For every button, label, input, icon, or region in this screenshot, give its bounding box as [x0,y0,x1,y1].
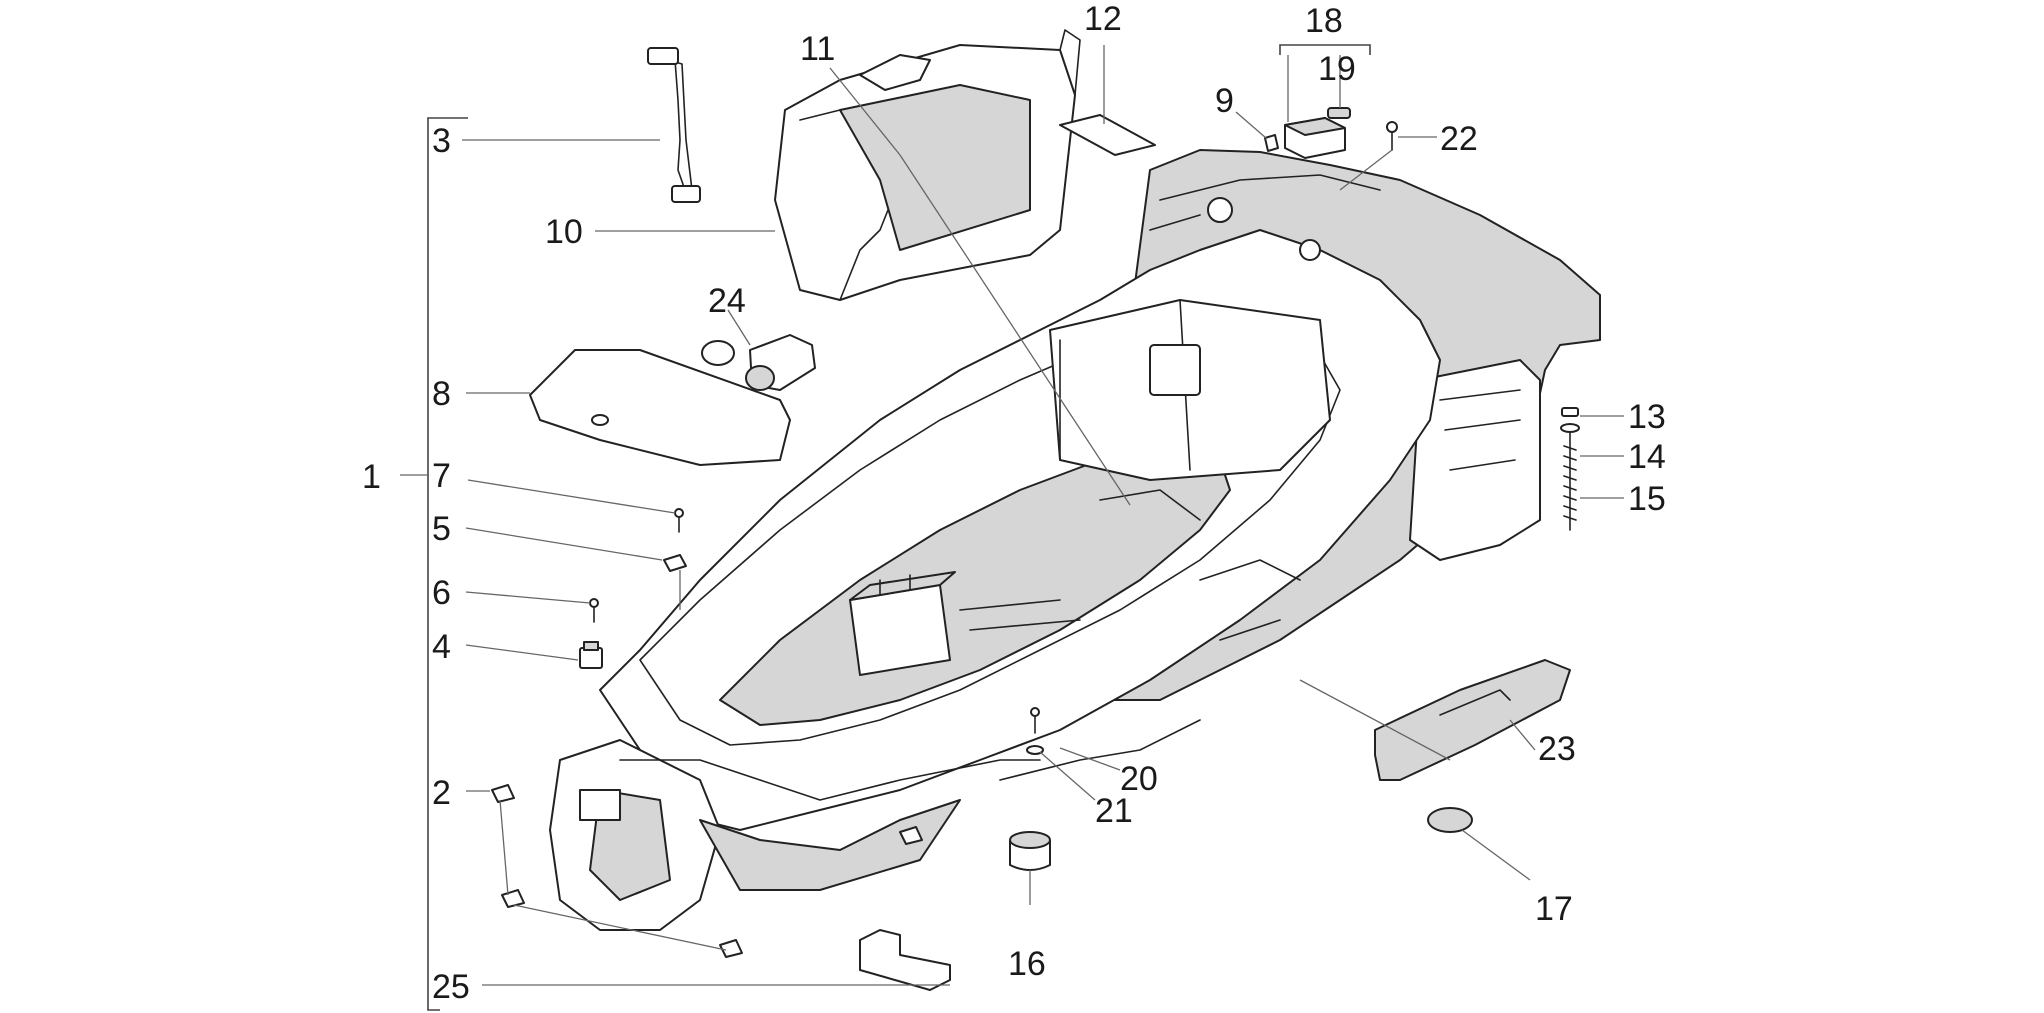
callout-19: 19 [1318,50,1356,88]
clip-2-center-drawing [899,826,923,845]
callout-20: 20 [1120,760,1158,798]
washer-21-drawing [1026,745,1044,755]
callout-1: 1 [362,458,381,496]
clip-2-top-drawing [491,784,515,803]
rubber-pad-16-drawing [1009,831,1051,871]
leader-4 [465,644,579,661]
callout-21: 21 [1095,792,1133,830]
screw-6-drawing [589,598,599,623]
leader-22-b [1339,149,1393,191]
callout-4: 4 [432,628,451,666]
leader-9 [1235,111,1267,139]
leader-11-b [899,154,1131,506]
leader-2-b [513,904,727,951]
power-socket-drawing [701,334,816,391]
tank-cover-drawing [1284,107,1351,159]
callout-16: 16 [1008,945,1046,983]
callout-24: 24 [708,282,746,320]
screw-7-drawing [674,508,684,533]
leader-7 [467,479,676,514]
screw-spring-assembly-drawing [1560,407,1580,531]
clip-2-right-drawing [719,939,743,958]
bracket-25-drawing [859,929,951,991]
callout-12: 12 [1084,0,1122,38]
callout-2: 2 [432,774,451,812]
callout-18: 18 [1305,2,1343,40]
callout-17: 17 [1535,890,1573,928]
callout-23: 23 [1538,730,1576,768]
leader-2-a [499,799,509,896]
leader-lines [400,44,1624,1011]
leader-11 [829,67,901,156]
callout-9: 9 [1215,82,1234,120]
group-bracket-1 [427,117,468,1011]
callout-8: 8 [432,375,451,413]
callout-11: 11 [800,30,835,68]
callout-6: 6 [432,574,451,612]
nut-4-drawing [579,641,603,669]
leader-24 [727,309,751,346]
callout-25: 25 [432,968,470,1006]
clip-2-left-drawing [501,889,525,908]
leader-23-b [1299,679,1451,761]
callout-22: 22 [1440,120,1478,158]
wiring-harness-drawing [647,47,701,203]
leader-21 [1039,751,1096,801]
screw-20-drawing [1030,707,1040,734]
leader-6 [465,591,591,604]
rear-cover-23-drawing [1374,659,1571,781]
callout-labels: 1 2 3 4 5 6 7 8 9 10 11 12 13 14 15 16 1… [362,0,1666,1006]
callout-14: 14 [1628,438,1666,476]
small-cover-drawing [1059,114,1156,156]
callout-7: 7 [432,457,451,495]
leader-17 [1461,829,1531,881]
clip-9-drawing [1264,134,1279,152]
leader-20 [1059,747,1121,771]
cover-plate-drawing [529,349,791,466]
glove-box-drawing [774,29,1081,301]
callout-10: 10 [545,213,583,251]
bracket-18-19 [1279,44,1371,55]
callout-15: 15 [1628,480,1666,518]
leader-23 [1509,719,1536,751]
clip-5-drawing [663,554,687,572]
cap-17-drawing [1427,807,1473,833]
callout-5: 5 [432,510,451,548]
leader-5 [465,527,663,561]
callout-13: 13 [1628,398,1666,436]
callout-3: 3 [432,122,451,160]
screw-22-drawing [1386,121,1398,151]
body-frame-drawing [549,149,1601,931]
